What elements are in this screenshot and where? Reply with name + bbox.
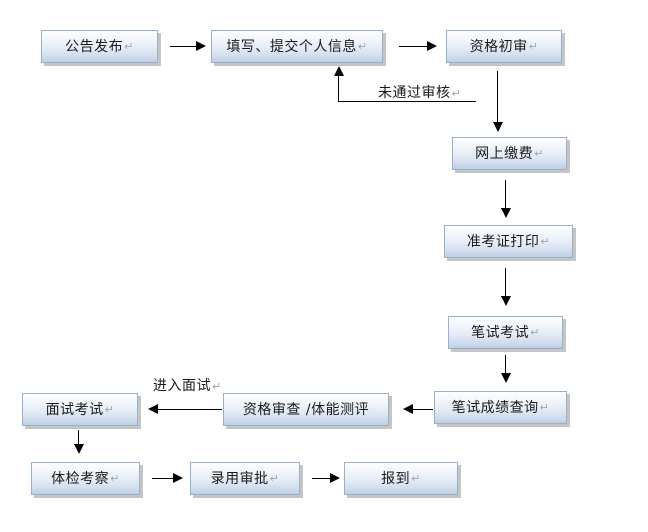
arrowhead-right-icon bbox=[427, 41, 437, 51]
connector-review-failed-horizontal bbox=[338, 101, 476, 102]
pilcrow-icon: ↵ bbox=[540, 235, 551, 248]
arrowhead-left-icon bbox=[403, 404, 413, 414]
node-print-ticket-label: 准考证打印 bbox=[466, 233, 540, 250]
connector-announce-to-submit-info bbox=[170, 46, 200, 47]
connector-print-ticket-to-written-exam bbox=[505, 268, 506, 298]
pilcrow-icon: ↵ bbox=[357, 40, 368, 53]
node-report-duty-label: 报到 bbox=[381, 470, 411, 487]
pilcrow-icon: ↵ bbox=[534, 147, 544, 160]
pilcrow-icon: ↵ bbox=[411, 472, 421, 485]
arrowhead-left-icon bbox=[148, 404, 158, 414]
connector-review-failed-vertical bbox=[338, 74, 339, 102]
pilcrow-icon: ↵ bbox=[539, 401, 550, 414]
connector-prelim-review-to-online-pay bbox=[497, 71, 498, 125]
node-written-exam[interactable]: 笔试考试↵ bbox=[448, 316, 563, 349]
node-online-pay-label: 网上缴费 bbox=[475, 145, 534, 162]
node-submit-info[interactable]: 填写、提交个人信息↵ bbox=[211, 30, 383, 63]
node-submit-info-label: 填写、提交个人信息 bbox=[226, 38, 357, 55]
pilcrow-icon: ↵ bbox=[124, 40, 134, 53]
pilcrow-icon: ↵ bbox=[104, 403, 115, 416]
pilcrow-icon: ↵ bbox=[451, 87, 462, 100]
node-medical-check[interactable]: 体检考察↵ bbox=[31, 462, 140, 495]
arrowhead-up-icon bbox=[334, 66, 344, 76]
node-hire-approval-label: 录用审批 bbox=[210, 470, 269, 487]
connector-written-exam-to-score-query bbox=[505, 355, 506, 380]
pilcrow-icon: ↵ bbox=[269, 472, 280, 485]
node-hire-approval[interactable]: 录用审批↵ bbox=[190, 462, 300, 495]
edge-label-review-failed-text: 未通过审核 bbox=[378, 85, 451, 101]
arrowhead-right-icon bbox=[196, 41, 206, 51]
pilcrow-icon: ↵ bbox=[528, 40, 539, 53]
connector-submit-info-to-prelim-review bbox=[399, 46, 431, 47]
node-written-exam-label: 笔试考试 bbox=[471, 324, 530, 341]
arrowhead-down-icon bbox=[493, 122, 503, 132]
connector-qual-fitness-to-interview bbox=[158, 409, 222, 410]
node-medical-check-label: 体检考察 bbox=[51, 470, 110, 487]
node-print-ticket[interactable]: 准考证打印↵ bbox=[444, 225, 573, 258]
node-announce[interactable]: 公告发布↵ bbox=[41, 30, 158, 63]
connector-interview-to-medical-check bbox=[78, 430, 79, 448]
node-qual-fitness-label: 资格审查 /体能测评 bbox=[242, 401, 370, 418]
arrowhead-right-icon bbox=[330, 473, 340, 483]
arrowhead-down-icon bbox=[501, 208, 511, 218]
arrowhead-down-icon bbox=[74, 444, 84, 454]
node-report-duty[interactable]: 报到↵ bbox=[344, 462, 458, 495]
arrowhead-down-icon bbox=[501, 373, 511, 383]
node-score-query-label: 笔试成绩查询 bbox=[451, 399, 539, 416]
node-interview-label: 面试考试 bbox=[45, 401, 104, 418]
edge-label-enter-interview: 进入面试↵ bbox=[153, 375, 222, 395]
pilcrow-icon: ↵ bbox=[212, 380, 222, 393]
connector-online-pay-to-print-ticket bbox=[505, 180, 506, 210]
connector-medical-check-to-hire-approval bbox=[152, 478, 177, 479]
node-prelim-review[interactable]: 资格初审↵ bbox=[446, 30, 562, 63]
node-score-query[interactable]: 笔试成绩查询↵ bbox=[434, 391, 567, 424]
node-qual-fitness[interactable]: 资格审查 /体能测评 bbox=[223, 393, 389, 426]
pilcrow-icon: ↵ bbox=[110, 472, 120, 485]
node-online-pay[interactable]: 网上缴费↵ bbox=[452, 137, 567, 170]
edge-label-enter-interview-text: 进入面试 bbox=[153, 378, 211, 394]
edge-label-review-failed: 未通过审核↵ bbox=[378, 82, 461, 102]
arrowhead-down-icon bbox=[501, 296, 511, 306]
arrowhead-right-icon bbox=[173, 473, 183, 483]
node-prelim-review-label: 资格初审 bbox=[469, 38, 528, 55]
pilcrow-icon: ↵ bbox=[530, 326, 540, 339]
node-announce-label: 公告发布 bbox=[65, 38, 124, 55]
connector-hire-approval-to-report-duty bbox=[312, 478, 337, 479]
connector-score-query-to-qual-fitness bbox=[413, 409, 433, 410]
node-interview[interactable]: 面试考试↵ bbox=[22, 393, 138, 426]
